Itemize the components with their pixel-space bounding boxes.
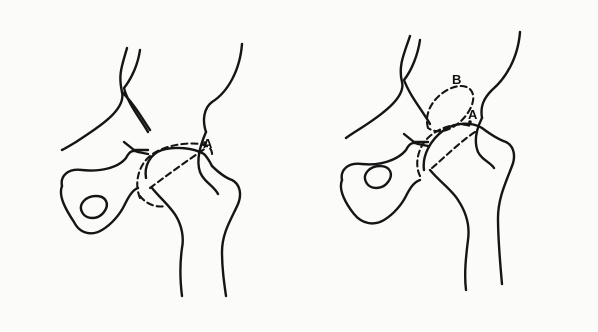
femur-shaft-right — [482, 128, 514, 284]
label-b-right: B — [452, 72, 461, 87]
femoral-head-right — [424, 124, 482, 170]
obturator-foramen-left — [81, 196, 107, 218]
acetabulum-roof-right — [481, 32, 520, 118]
pelvis-rim-left — [122, 92, 150, 130]
pelvis-outline-left — [62, 48, 127, 150]
ischium-lower-left — [61, 186, 138, 233]
pubic-ramus-left — [124, 142, 148, 150]
acetabulum-rim-dashed-right — [417, 124, 470, 176]
panel-right: A B — [341, 32, 520, 290]
femur-shaft-left — [212, 166, 240, 296]
panel-left: A — [61, 44, 242, 296]
pubic-ramus-right — [404, 134, 428, 142]
pelvis-outline-right — [346, 36, 410, 138]
femur-neck-left — [152, 188, 183, 296]
acetabulum-roof-left — [204, 44, 242, 132]
femur-neck-right — [430, 170, 469, 290]
shenton-line-left — [150, 148, 206, 188]
obturator-foramen-right — [365, 166, 391, 188]
ilium-right-edge-right — [404, 40, 430, 124]
label-a-right: A — [468, 107, 478, 122]
greater-trochanter-right — [476, 118, 494, 168]
ischium-body-left — [62, 151, 148, 186]
label-a-left: A — [203, 136, 213, 151]
ischium-body-right — [342, 143, 428, 180]
